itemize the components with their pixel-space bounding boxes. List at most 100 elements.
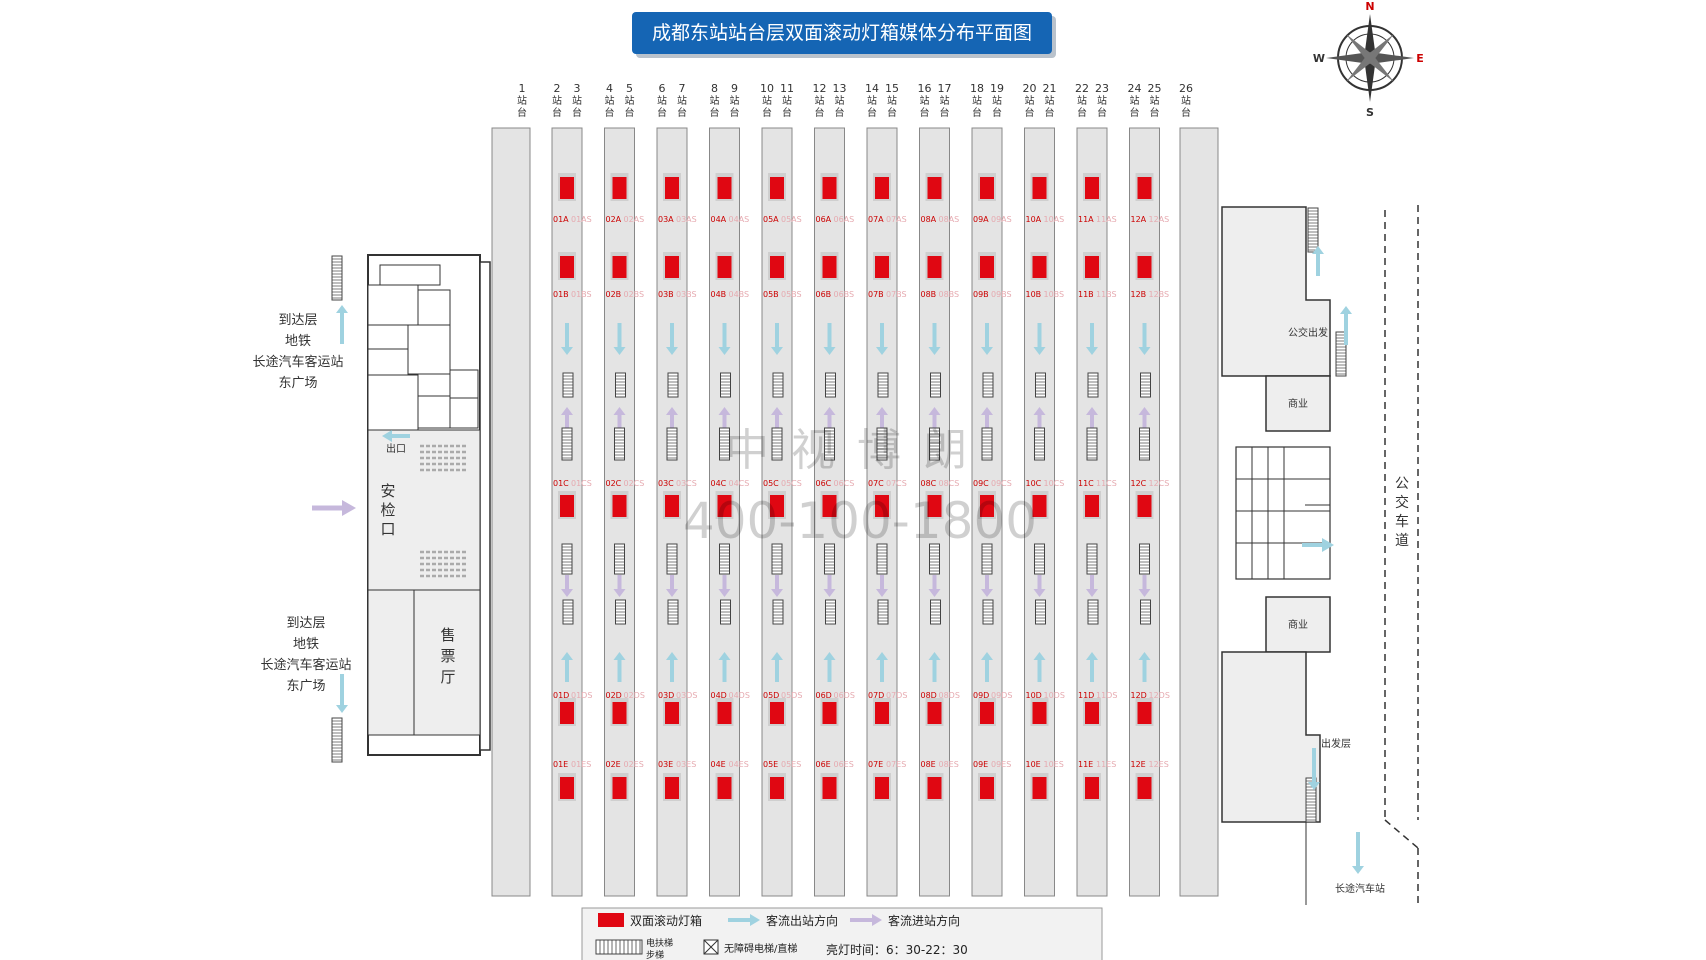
commerce-top-block (1265, 375, 1331, 432)
arrival-bottom-label: 东广场 (286, 679, 325, 694)
lightbox-03C (665, 495, 679, 517)
lightbox-label: 05C (763, 479, 779, 488)
lightbox-09D (980, 702, 994, 724)
lightbox-05D (770, 702, 784, 724)
lightbox-label: 06A (816, 215, 832, 224)
room (417, 395, 451, 429)
lightbox-03E (665, 777, 679, 799)
exit-arrow-head (876, 652, 888, 660)
lightbox-12A (1137, 177, 1152, 199)
lightbox-label: 12A (1131, 215, 1147, 224)
platform-char: 台 (1097, 106, 1107, 119)
lightbox-label: 04D (711, 691, 727, 700)
bus-lane-label: 交 (1395, 494, 1409, 511)
lightbox-11A (1085, 177, 1099, 199)
lightbox-10C (1032, 495, 1047, 517)
exit-arrow-bus-head (1352, 866, 1364, 874)
security-label: 安 (380, 482, 395, 500)
lightbox-label-s: 06BS (834, 290, 855, 299)
exit-arrow-head (666, 652, 678, 660)
lightbox-02E (612, 777, 627, 799)
lightbox-03B (665, 256, 679, 278)
lightbox-01E (560, 777, 574, 799)
ticket-hall-block (367, 589, 481, 736)
platform-char: 台 (1077, 106, 1087, 119)
exit-arrow-down-head (336, 705, 348, 713)
lightbox-02C (612, 495, 627, 517)
bus-lane-bend (1384, 819, 1419, 849)
lightbox-label-s: 07AS (886, 215, 907, 224)
legend-hours: 亮灯时间：6：30-22：30 (826, 942, 968, 957)
lightbox-label-s: 10DS (1044, 691, 1065, 700)
lightbox-label-s: 05ES (781, 760, 801, 769)
lightbox-label: 01A (553, 215, 569, 224)
lightbox-label-s: 01ES (571, 760, 591, 769)
lightbox-label: 02E (606, 760, 621, 769)
lightbox-label-s: 01BS (571, 290, 592, 299)
lightbox-05B (770, 256, 784, 278)
security-label: 检 (380, 501, 395, 519)
room (367, 284, 419, 326)
exit-arrow-head (561, 347, 573, 355)
lightbox-06E (822, 777, 837, 799)
exit-arrow-head (561, 652, 573, 660)
escalator-icon (1034, 427, 1045, 461)
lightbox-label: 04B (711, 290, 727, 299)
platform-number: 23 (1095, 82, 1109, 95)
enter-arrow-head (876, 589, 888, 597)
lightbox-06C (822, 495, 837, 517)
lightbox-12B (1137, 256, 1152, 278)
ticket-label: 票 (440, 647, 455, 665)
lightbox-11E (1085, 777, 1099, 799)
lightbox-label-s: 09AS (991, 215, 1012, 224)
exit-arrow-head (1138, 347, 1151, 355)
platform-char: 站 (572, 94, 582, 107)
escalator-icon (666, 427, 678, 461)
escalator-icon (771, 427, 783, 461)
lightbox-09E (980, 777, 994, 799)
lightbox-label-s: 09BS (991, 290, 1012, 299)
exit-arrow-right-up2-head (1340, 306, 1352, 314)
lightbox-label: 10B (1026, 290, 1042, 299)
enter-arrow-head (981, 589, 993, 597)
platform-char: 台 (835, 106, 845, 119)
platform-number: 13 (833, 82, 847, 95)
platform-char: 台 (887, 106, 897, 119)
exit-arrow-head (1033, 347, 1046, 355)
lightbox-label: 11B (1078, 290, 1094, 299)
platform-number: 14 (865, 82, 879, 95)
lightbox-label: 06C (816, 479, 832, 488)
noop-head (0, 0, 6, 8)
compass-n-label: N (1365, 0, 1374, 13)
lightbox-01C (560, 495, 574, 517)
lightbox-04E (717, 777, 732, 799)
platform-char: 站 (1045, 94, 1055, 107)
lightbox-label: 12C (1131, 479, 1147, 488)
platform-number: 10 (760, 82, 774, 95)
exit-arrow-head (613, 347, 626, 355)
lightbox-label: 02D (606, 691, 622, 700)
escalator-icon (1335, 331, 1347, 377)
lightbox-label: 10E (1026, 760, 1041, 769)
lightbox-11D (1085, 702, 1099, 724)
escalator-icon (719, 427, 730, 461)
commerce-bottom-label: 商业 (1288, 618, 1308, 631)
lightbox-12E (1137, 777, 1152, 799)
lightbox-label-s: 12AS (1149, 215, 1170, 224)
platform-number: 2 (554, 82, 561, 95)
lightbox-05E (770, 777, 784, 799)
enter-arrow-head (823, 407, 836, 415)
platform-char: 台 (1045, 106, 1055, 119)
platform-number: 21 (1043, 82, 1057, 95)
lightbox-label-s: 04ES (729, 760, 749, 769)
escalator-icon (1305, 777, 1317, 823)
platform-26 (1179, 127, 1219, 897)
strip-features (561, 323, 1151, 682)
lightbox-07D (875, 702, 889, 724)
lightbox-label: 01C (553, 479, 569, 488)
lightbox-label-s: 03AS (676, 215, 697, 224)
lightbox-label: 01E (553, 760, 568, 769)
